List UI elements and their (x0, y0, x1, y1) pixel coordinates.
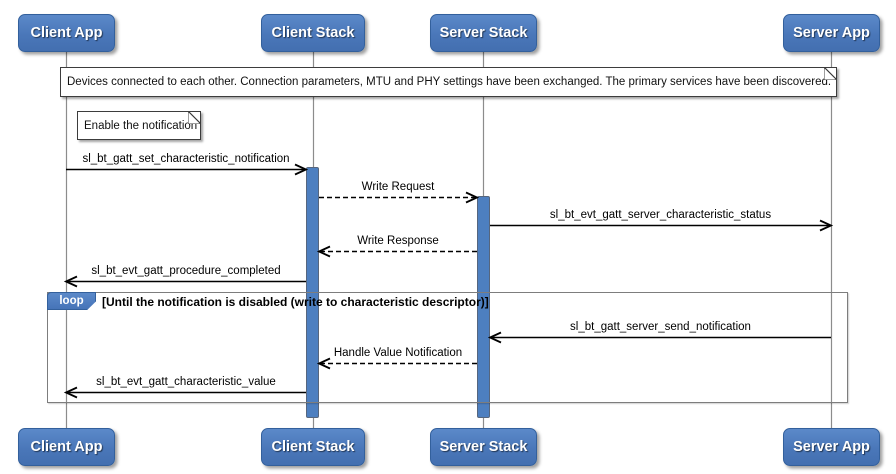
participant-label: Client Stack (271, 25, 355, 41)
participant-label: Server App (793, 25, 870, 41)
message-arrow-2 (490, 219, 834, 232)
participant-label: Client App (30, 439, 103, 455)
participant-client-app: Client App (18, 14, 115, 52)
message-label: sl_bt_gatt_server_send_notification (570, 321, 751, 333)
participant-client-stack-footer: Client Stack (261, 428, 365, 466)
arrowhead-icon (819, 219, 834, 232)
connection-note-text: Devices connected to each other. Connect… (67, 76, 832, 88)
participant-server-app-footer: Server App (783, 428, 880, 466)
message-label: sl_bt_evt_gatt_procedure_completed (91, 265, 281, 277)
participant-server-app: Server App (783, 14, 880, 52)
participant-server-stack: Server Stack (430, 14, 537, 52)
arrowhead-icon (63, 386, 78, 399)
message-arrow-5 (487, 331, 831, 344)
arrowhead-icon (63, 275, 78, 288)
message-arrow-6 (316, 357, 477, 370)
participant-client-app-footer: Client App (18, 428, 115, 466)
arrowhead-icon (316, 357, 331, 370)
message-arrow-3 (316, 245, 477, 258)
arrowhead-icon (487, 331, 502, 344)
participant-client-stack: Client Stack (261, 14, 365, 52)
participant-label: Server App (793, 439, 870, 455)
participant-label: Server Stack (439, 25, 528, 41)
message-arrow-4 (63, 275, 306, 288)
loop-fragment-frame: loop [Until the notification is disabled… (47, 292, 848, 403)
loop-guard-label: [Until the notification is disabled (wri… (102, 295, 489, 309)
message-label: Write Response (357, 235, 439, 247)
participant-label: Client Stack (271, 439, 355, 455)
message-label: Write Request (361, 181, 435, 193)
message-arrow-7 (63, 386, 306, 399)
message-arrow-0 (66, 163, 309, 176)
message-label: sl_bt_gatt_set_characteristic_notificati… (82, 153, 290, 165)
enable-notification-note: Enable the notification (77, 111, 201, 140)
arrowhead-icon (316, 245, 331, 258)
note-fold-icon (824, 67, 837, 80)
message-label: sl_bt_evt_gatt_server_characteristic_sta… (549, 209, 772, 221)
message-arrow-1 (319, 191, 480, 204)
server-stack-activation (477, 196, 490, 418)
participant-label: Server Stack (439, 439, 528, 455)
message-label: Handle Value Notification (333, 347, 463, 359)
arrowhead-icon (294, 163, 309, 176)
arrowhead-icon (465, 191, 480, 204)
note-fold-icon (188, 111, 201, 124)
participant-label: Client App (30, 25, 103, 41)
participant-server-stack-footer: Server Stack (430, 428, 537, 466)
enable-notification-note-text: Enable the notification (84, 119, 198, 132)
loop-operator-tab: loop (47, 292, 96, 310)
connection-note: Devices connected to each other. Connect… (60, 67, 837, 97)
message-label: sl_bt_evt_gatt_characteristic_value (96, 376, 276, 388)
